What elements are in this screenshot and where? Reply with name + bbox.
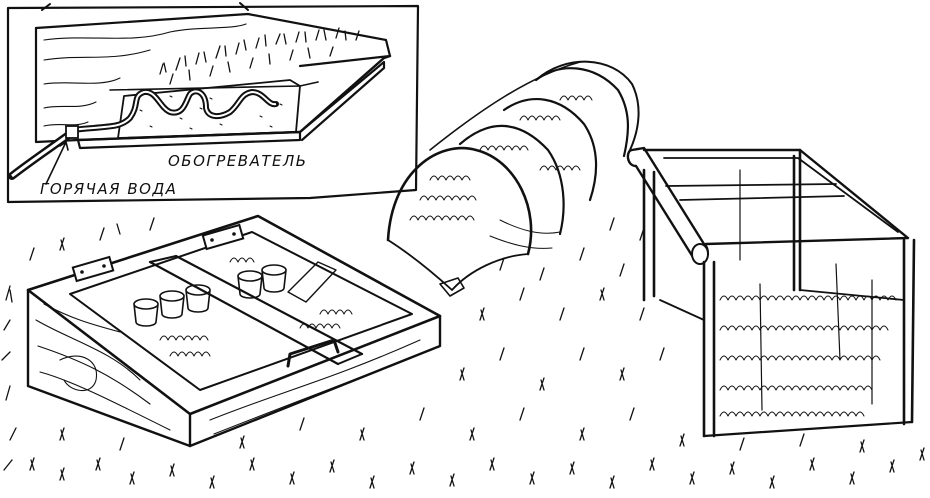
- cold-frame: [26, 214, 442, 448]
- glass-frame-box: [626, 146, 916, 438]
- seedlings: [159, 27, 360, 85]
- grass-ground: [1, 217, 925, 489]
- plant-pots: [133, 264, 287, 327]
- hot-water-label: ГОРЯЧАЯ ВОДА: [40, 180, 177, 198]
- heater-label: ОБОГРЕВАТЕЛЬ: [168, 152, 308, 170]
- heated-seedbed-inset: ОБОГРЕВАТЕЛЬ ГОРЯЧАЯ ВОДА: [6, 2, 420, 204]
- hoop-tunnel: [386, 60, 640, 297]
